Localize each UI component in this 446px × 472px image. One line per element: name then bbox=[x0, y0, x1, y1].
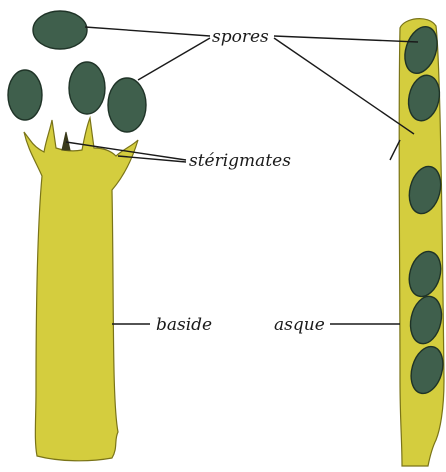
leader-spores-to-right-spore bbox=[138, 38, 210, 80]
spore bbox=[8, 70, 42, 120]
asque bbox=[399, 19, 446, 466]
label-sterigmates: stérigmates bbox=[189, 151, 291, 171]
label-baside: baside bbox=[156, 315, 212, 335]
central-sterigma bbox=[62, 132, 70, 150]
leader-spores-to-top-spore bbox=[85, 27, 210, 36]
spore bbox=[69, 62, 105, 114]
spore bbox=[33, 11, 87, 49]
leader-spores-to-asque-mid bbox=[274, 38, 414, 134]
baside-spores bbox=[8, 11, 146, 132]
spore bbox=[108, 78, 146, 132]
label-asque: asque bbox=[274, 315, 325, 335]
label-spores: spores bbox=[212, 27, 269, 47]
labels: spores stérigmates baside asque bbox=[156, 27, 325, 335]
leader-spores-to-asque-top bbox=[274, 36, 418, 42]
baside bbox=[24, 118, 138, 461]
baside-body bbox=[24, 118, 138, 461]
stray-stroke bbox=[390, 140, 400, 160]
